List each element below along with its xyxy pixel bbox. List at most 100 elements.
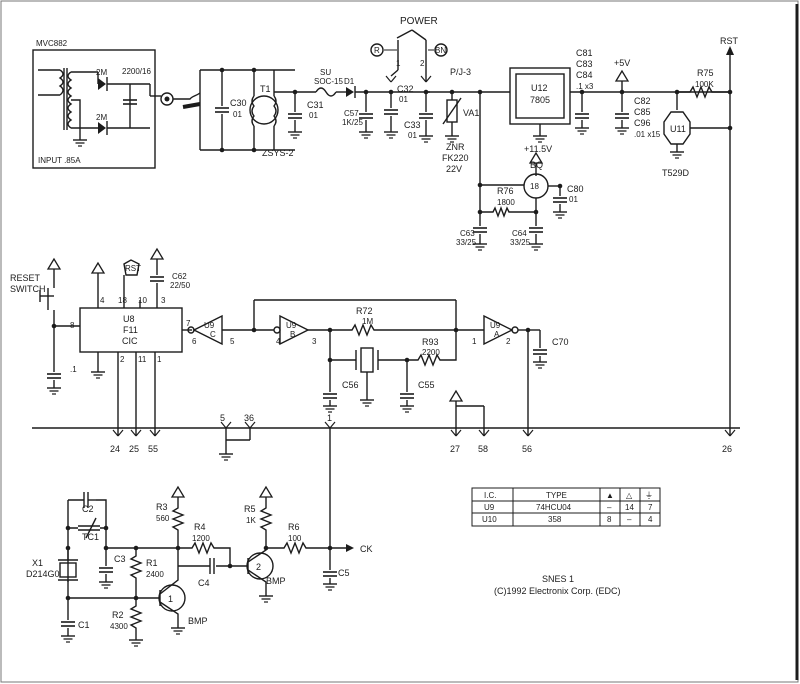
r1-value: 2400 <box>146 570 164 579</box>
va1-label: VA1 <box>463 108 479 118</box>
c64-value: 33/25 <box>510 238 531 247</box>
r2-value: 4300 <box>110 622 128 631</box>
u11-label: U11 <box>670 124 686 134</box>
u11-value: T529D <box>662 168 690 178</box>
power-switch[interactable]: POWER R BN 1 2 P/J-3 <box>370 16 471 83</box>
r72-label: R72 <box>356 306 373 316</box>
znr-volt: 22V <box>446 164 462 174</box>
r4-value: 1200 <box>192 534 210 543</box>
r75-value: 100K <box>695 80 714 89</box>
u8-pin3: 3 <box>161 296 166 305</box>
c84-label: C84 <box>576 70 593 80</box>
reset-switch[interactable]: RESET SWITCH .1 <box>10 258 80 395</box>
u9b-in: 3 <box>312 337 317 346</box>
bus-pin-58: 58 <box>478 444 488 454</box>
c80-label: C80 <box>567 184 584 194</box>
table-cell: 14 <box>625 503 634 512</box>
c31-label: C31 <box>307 100 324 110</box>
diode-top-label: 2M <box>96 68 107 77</box>
c33-value: 01 <box>408 131 417 140</box>
reset-label-2: SWITCH <box>10 284 46 294</box>
c55-label: C55 <box>418 380 435 390</box>
c2-label: C2 <box>82 504 94 514</box>
connector-label: P/J-3 <box>450 67 471 77</box>
c30-value: 01 <box>233 110 242 119</box>
rst-label: RST <box>720 36 739 46</box>
c62-label: C62 <box>172 272 187 281</box>
r6-label: R6 <box>288 522 300 532</box>
dc-plug <box>150 92 201 109</box>
table-cell: 8 <box>607 515 612 524</box>
u8-pin7: 7 <box>186 319 191 328</box>
r4-label: R4 <box>194 522 206 532</box>
diode-bot-label: 2M <box>96 113 107 122</box>
r1-label: R1 <box>146 558 158 568</box>
clock-oscillator: C2 TC1 X1 D214G0 C1 C3 R1 2 <box>26 486 373 647</box>
c9x-value: .01 x15 <box>634 130 661 139</box>
u12-regulator: U12 7805 C81 C83 C84 .1 x3 +5V C82 C85 C… <box>509 36 739 436</box>
bus-pin-24: 24 <box>110 444 120 454</box>
table-cell: 7 <box>648 503 653 512</box>
c57-value: 1K/25 <box>342 118 363 127</box>
table-header-gnd-tri: ▲ <box>606 491 614 500</box>
c3-label: C3 <box>114 554 126 564</box>
u8-pin10: 10 <box>138 296 147 305</box>
q0-number: 18 <box>530 182 539 191</box>
table-header-ground: ⏚ <box>645 491 653 500</box>
u9b-out: 4 <box>276 337 281 346</box>
switch-left-tag: R <box>374 46 380 55</box>
table-cell: U10 <box>482 515 497 524</box>
q2-type: BMP <box>266 576 286 586</box>
table-cell: – <box>627 515 632 524</box>
c57-label: C57 <box>344 109 359 118</box>
c4-label: C4 <box>198 578 210 588</box>
tc1-label: TC1 <box>82 532 99 542</box>
r76-value: 1800 <box>497 198 515 207</box>
bus-pin-25: 25 <box>129 444 139 454</box>
c64-label: C64 <box>512 229 527 238</box>
c8x-value: .1 x3 <box>576 82 594 91</box>
r3-value: 560 <box>156 514 170 523</box>
sheet-title: SNES 1 <box>542 574 574 584</box>
bus-pin-56: 56 <box>522 444 532 454</box>
u9a-out: 2 <box>506 337 511 346</box>
q2-number: 2 <box>256 562 261 572</box>
c81-label: C81 <box>576 48 593 58</box>
r75-label: R75 <box>697 68 714 78</box>
c31-value: 01 <box>309 111 318 120</box>
u8-label: U8 <box>123 314 135 324</box>
c83-label: C83 <box>576 59 593 69</box>
c32-label: C32 <box>397 84 414 94</box>
input-filter: C30 01 T1 ZSYS-2 C31 01 SU SOC-15 D1 <box>199 67 430 158</box>
table-header-vcc-tri: △ <box>626 491 633 500</box>
r2-label: R2 <box>112 610 124 620</box>
bus-pin-55: 55 <box>148 444 158 454</box>
u8-pin1: 1 <box>157 355 162 364</box>
znr-value: FK220 <box>442 153 469 163</box>
table-cell: 74HCU04 <box>536 503 572 512</box>
r5-value: 1K <box>246 516 256 525</box>
r93-label: R93 <box>422 337 439 347</box>
bus-pin-27: 27 <box>450 444 460 454</box>
edge-connector-bus: 24 25 55 5 36 1 27 58 56 26 <box>32 413 740 548</box>
x1-value: D214G0 <box>26 569 60 579</box>
u8-pin2: 2 <box>120 355 125 364</box>
r72-value: 1M <box>362 317 373 326</box>
switch-pin2: 2 <box>420 59 425 68</box>
table-row: U9 74HCU04 – 14 7 <box>484 503 653 512</box>
t1-label: T1 <box>260 84 271 94</box>
c5-label: C5 <box>338 568 350 578</box>
table-cell: 358 <box>548 515 562 524</box>
u12-label: U12 <box>531 83 548 93</box>
ic-table: I.C. TYPE ▲ △ ⏚ U9 74HCU04 – 14 7 U10 35… <box>471 487 661 527</box>
ck-label: CK <box>360 544 373 554</box>
reset-cap-value: .1 <box>70 365 77 374</box>
title-block: SNES 1 (C)1992 Electronix Corp. (EDC) <box>494 574 621 596</box>
switch-right-tag: BN <box>435 46 446 55</box>
c63-value: 33/25 <box>456 238 477 247</box>
q0-label: BQ <box>530 160 543 170</box>
table-cell: U9 <box>484 503 495 512</box>
c62-value: 22/50 <box>170 281 191 290</box>
u9a-label: U9 <box>490 321 501 330</box>
